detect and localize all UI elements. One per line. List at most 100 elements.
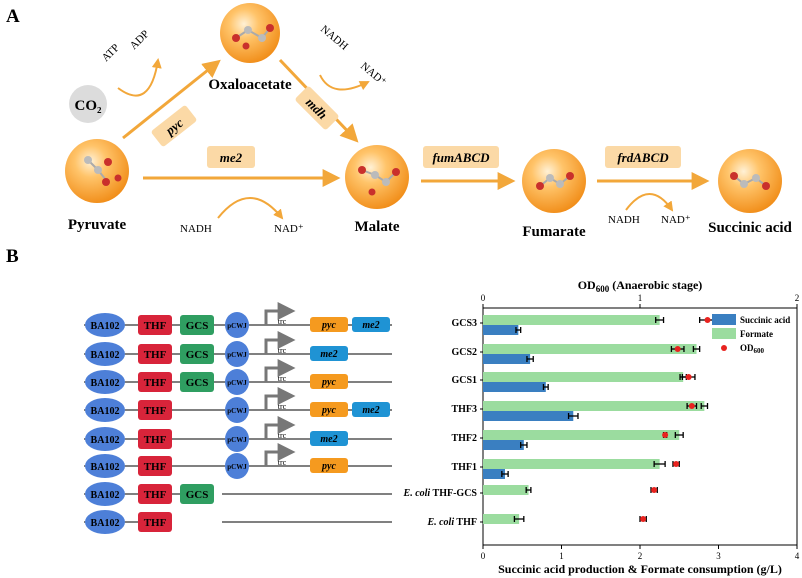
od600-point (674, 346, 681, 352)
succinic-acid-bar (483, 382, 546, 392)
ba102-oval (85, 510, 125, 534)
chart-bars (483, 315, 717, 524)
trc-label: trc (278, 458, 287, 467)
frdabcd-label: frdABCD (617, 150, 669, 165)
trc-label: trc (278, 402, 287, 411)
succinic-acid-bar (483, 440, 524, 450)
pcwj-label: pCWJ (227, 463, 247, 471)
y-tick-label: THF2 (451, 433, 477, 444)
ba102-oval (85, 398, 125, 422)
gcs-box (180, 484, 214, 504)
ba102-oval (85, 342, 125, 366)
formate-bar (483, 485, 529, 495)
thf-box (138, 512, 172, 532)
trc-label: trc (278, 317, 287, 326)
mdh-box (295, 86, 339, 130)
succinic-acid-label: Succinic acid (708, 220, 792, 236)
thf-label: THF (144, 517, 167, 529)
ba102-oval (85, 454, 125, 478)
formate-bar (483, 315, 660, 325)
me2-gene-box (310, 431, 348, 446)
me2-box (207, 146, 255, 168)
succinic-acid-bar (483, 325, 519, 335)
pyc-gene-box (310, 317, 348, 332)
pcwj-oval (225, 312, 249, 338)
ba102-label: BA102 (91, 378, 120, 389)
top-tick-label: 1 (638, 293, 643, 303)
succinic-acid-bar (483, 354, 531, 364)
atp-adp-curve (117, 58, 162, 97)
od600-point (673, 461, 680, 467)
y-tick-label: GCS2 (451, 347, 477, 358)
pcwj-label: pCWJ (227, 379, 247, 387)
fumarate-molecule (522, 149, 586, 213)
nadh-label-me2: NADH (180, 223, 212, 235)
oxaloacetate-label: Oxaloacetate (208, 77, 292, 93)
promoter-arrow (264, 302, 296, 325)
trc-label: trc (278, 346, 287, 355)
od600-point (704, 317, 711, 323)
y-tick-label: GCS1 (451, 375, 477, 386)
thf-label: THF (144, 349, 167, 361)
pyruvate-molecule (65, 139, 129, 203)
thf-label: THF (144, 489, 167, 501)
me2-gene-box (310, 346, 348, 361)
pyc-box (151, 105, 197, 147)
legend-label-formate: Formate (740, 329, 773, 339)
panel-b-label: B (6, 246, 19, 267)
promoter-arrow (264, 443, 296, 466)
thf-box (138, 429, 172, 449)
pyc-gene-label: pyc (321, 461, 336, 472)
od600-point (688, 403, 695, 409)
promoter-arrow (264, 416, 296, 439)
y-tick-label: THF3 (451, 404, 477, 415)
thf-box (138, 456, 172, 476)
pyc-gene-label: pyc (321, 320, 336, 331)
pyc-gene-box (310, 402, 348, 417)
pcwj-oval (225, 369, 249, 395)
ba102-label: BA102 (91, 350, 120, 361)
malate-label: Malate (355, 219, 400, 235)
formate-bar (483, 344, 697, 354)
promoter-arrow (264, 387, 296, 410)
promoter-arrow (264, 359, 296, 382)
thf-box (138, 400, 172, 420)
adp-label: ADP (128, 28, 152, 52)
succinic-acid-bar (483, 469, 505, 479)
nadh-nad-curve-mdh (319, 74, 370, 91)
y-tick-label: GCS3 (451, 318, 477, 329)
co2-circle (69, 85, 107, 123)
y-tick-label: THF1 (451, 462, 477, 473)
promoter-arrow (264, 331, 296, 354)
trc-label: trc (278, 374, 287, 383)
nad-label-me2: NAD⁺ (274, 223, 304, 235)
nadh-label-frd: NADH (608, 214, 640, 226)
formate-bar (483, 372, 684, 382)
od600-point (640, 516, 647, 522)
x-tick-label: 4 (795, 551, 800, 561)
formate-bar (483, 459, 660, 469)
y-tick-label: E. coli THF (426, 517, 477, 528)
ba102-label: BA102 (91, 518, 120, 529)
thf-box (138, 315, 172, 335)
pcwj-label: pCWJ (227, 351, 247, 359)
legend-swatch-succinic (712, 314, 736, 325)
me2-gene-label: me2 (362, 320, 379, 331)
gcs-label: GCS (186, 320, 209, 332)
me2-gene-label: me2 (362, 405, 379, 416)
pcwj-label: pCWJ (227, 407, 247, 415)
x-tick-label: 0 (481, 551, 486, 561)
ba102-label: BA102 (91, 406, 120, 417)
thf-label: THF (144, 377, 167, 389)
succinic-acid-bar (483, 411, 574, 421)
fumabcd-label: fumABCD (432, 150, 490, 165)
pyc-gene-box (310, 374, 348, 389)
gcs-box (180, 315, 214, 335)
